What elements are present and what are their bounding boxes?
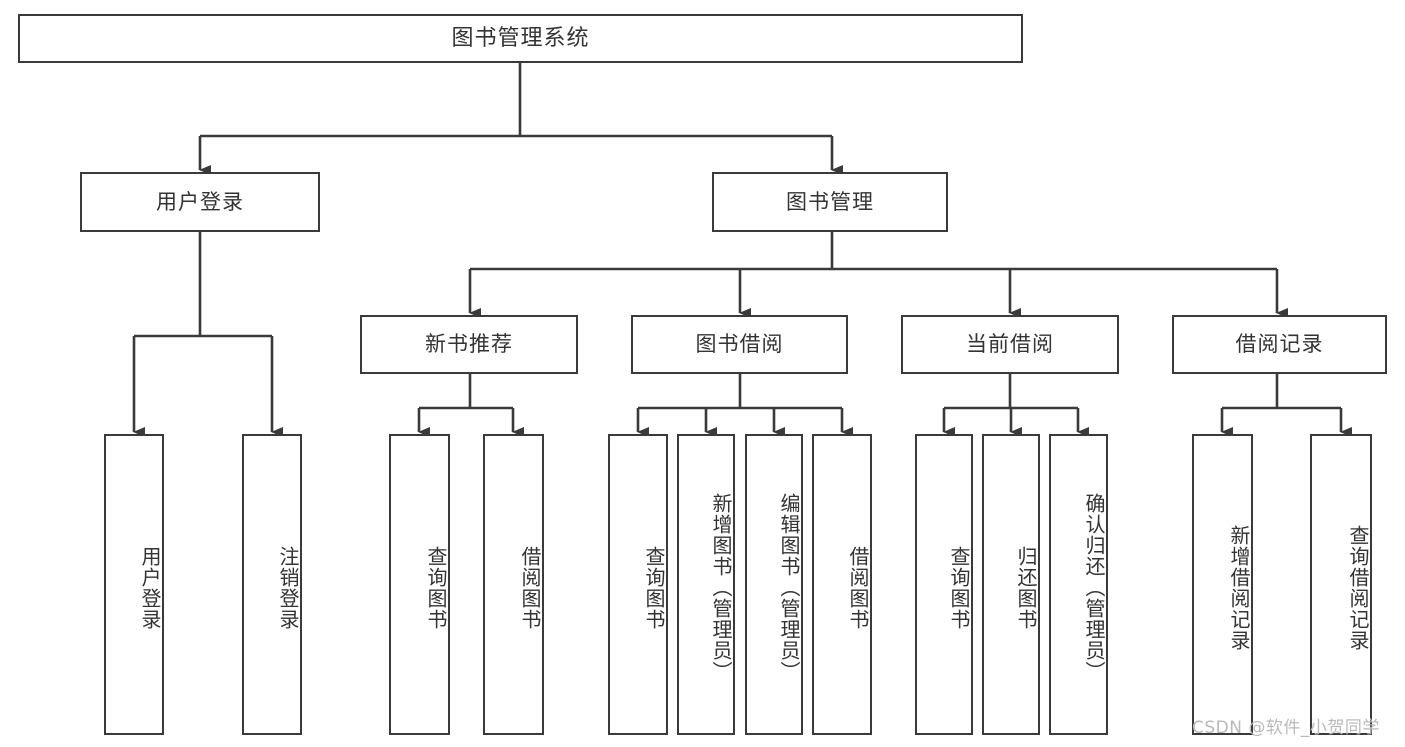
node-label: 新书推荐 bbox=[425, 332, 513, 357]
node-label: 注销登录 bbox=[276, 545, 300, 630]
leaf-record-add-record[interactable]: 新增借阅记录 bbox=[1192, 434, 1253, 735]
node-label: 用户登录 bbox=[138, 545, 162, 630]
leaf-recommend-borrow-book[interactable]: 借阅图书 bbox=[483, 434, 544, 735]
node-label: 图书管理 bbox=[786, 189, 874, 214]
node-label: 图书借阅 bbox=[695, 332, 784, 357]
node-label: 图书管理系统 bbox=[451, 25, 590, 51]
leaf-user-login[interactable]: 用户登录 bbox=[104, 434, 164, 735]
node-borrow-record[interactable]: 借阅记录 bbox=[1172, 315, 1387, 374]
leaf-borrow-borrow-book[interactable]: 借阅图书 bbox=[812, 434, 872, 735]
node-label: 查询借阅记录 bbox=[1346, 524, 1370, 651]
node-book-management[interactable]: 图书管理 bbox=[712, 172, 948, 232]
leaf-user-logout[interactable]: 注销登录 bbox=[242, 434, 302, 735]
csdn-watermark: CSDN @软件_小贺同学 bbox=[1192, 718, 1380, 738]
node-label: 查询图书 bbox=[424, 545, 448, 630]
leaf-current-query-book[interactable]: 查询图书 bbox=[915, 434, 973, 735]
leaf-current-return-book[interactable]: 归还图书 bbox=[982, 434, 1040, 735]
node-new-book-recommend[interactable]: 新书推荐 bbox=[360, 315, 578, 374]
node-label: 借阅图书 bbox=[518, 545, 542, 630]
node-label: 新增借阅记录 bbox=[1227, 524, 1251, 651]
leaf-record-query-record[interactable]: 查询借阅记录 bbox=[1310, 434, 1372, 735]
leaf-borrow-query-book[interactable]: 查询图书 bbox=[608, 434, 668, 735]
node-label: 编辑图书（管理员） bbox=[777, 493, 801, 682]
node-book-borrow[interactable]: 图书借阅 bbox=[631, 315, 848, 374]
leaf-borrow-add-book[interactable]: 新增图书（管理员） bbox=[677, 434, 735, 735]
node-label: 借阅记录 bbox=[1235, 332, 1324, 357]
node-current-borrow[interactable]: 当前借阅 bbox=[901, 315, 1119, 374]
node-user-login[interactable]: 用户登录 bbox=[80, 172, 320, 232]
node-root-system[interactable]: 图书管理系统 bbox=[18, 14, 1023, 63]
leaf-borrow-edit-book[interactable]: 编辑图书（管理员） bbox=[745, 434, 803, 735]
node-label: 归还图书 bbox=[1014, 545, 1038, 630]
node-label: 查询图书 bbox=[947, 545, 971, 630]
node-label: 借阅图书 bbox=[846, 545, 870, 630]
leaf-recommend-query-book[interactable]: 查询图书 bbox=[389, 434, 450, 735]
leaf-current-confirm-return[interactable]: 确认归还（管理员） bbox=[1049, 434, 1108, 735]
node-label: 当前借阅 bbox=[966, 332, 1054, 357]
node-label: 查询图书 bbox=[642, 545, 666, 630]
node-label: 确认归还（管理员） bbox=[1082, 493, 1106, 682]
node-label: 新增图书（管理员） bbox=[709, 493, 733, 682]
node-label: 用户登录 bbox=[156, 189, 244, 214]
